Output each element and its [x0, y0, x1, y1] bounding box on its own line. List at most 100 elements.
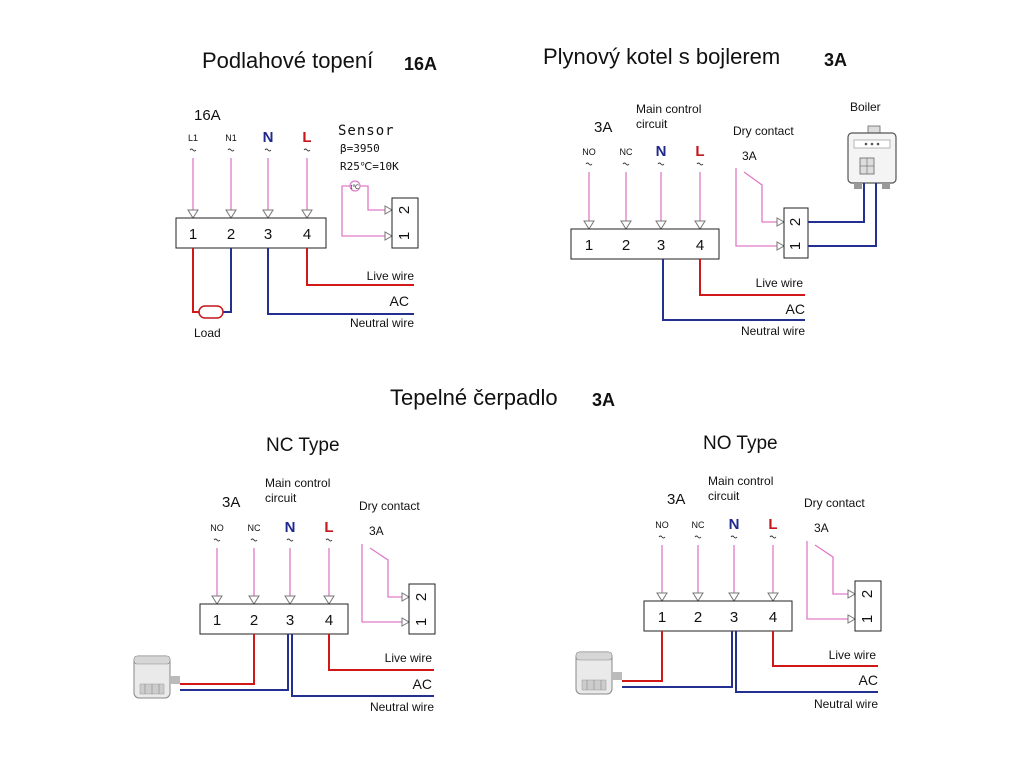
actuator-wire-neutral	[180, 634, 289, 691]
terminal-1: 1	[658, 609, 666, 626]
dry-contact-switch	[369, 547, 402, 598]
nc-current: 3A	[222, 494, 240, 511]
boiler-control-wire	[808, 183, 877, 247]
floor-term-n: N	[263, 129, 274, 146]
dry-contact-terminal	[408, 583, 436, 635]
tilde-icon	[286, 538, 294, 542]
dry-pin-2: 2	[859, 590, 876, 598]
boiler-current: 3A	[594, 119, 612, 136]
no-dry-contact-label: Dry contact	[804, 496, 865, 510]
terminal-block	[570, 228, 720, 260]
nc-term-n: N	[285, 519, 296, 536]
no-main-control-2: circuit	[708, 489, 740, 503]
arrow-icon	[384, 231, 394, 241]
tilde-icon	[189, 148, 197, 152]
terminal-1: 1	[585, 237, 593, 254]
dry-pin-1: 1	[859, 615, 876, 623]
nc-type-diagram: NC Type 3A Main control circuit NO NC N …	[133, 435, 436, 714]
boiler-control-wire	[808, 183, 865, 223]
tilde-icon	[730, 535, 738, 539]
arrow-icon	[187, 209, 199, 219]
neutral-wire	[267, 248, 414, 315]
heat-pump-rating: 3A	[592, 390, 615, 410]
live-wire	[328, 634, 434, 671]
neutral-wire	[735, 631, 878, 693]
thermal-actuator-icon	[133, 655, 180, 699]
tilde-icon	[250, 538, 258, 542]
terminal-4: 4	[696, 237, 704, 254]
nc-term-l: L	[324, 519, 333, 536]
terminal-2: 2	[622, 237, 630, 254]
terminal-4: 4	[769, 609, 777, 626]
arrow-icon	[401, 592, 411, 602]
terminal-3: 3	[657, 237, 665, 254]
sensor-symbol: t℃	[351, 185, 360, 191]
tilde-icon	[769, 535, 777, 539]
arrow-icon	[211, 595, 223, 605]
nc-title: NC Type	[266, 435, 340, 456]
arrow-icon	[655, 220, 667, 230]
boiler-main-control-2: circuit	[636, 117, 668, 131]
load-label: Load	[194, 326, 221, 340]
load-wire-live	[192, 248, 199, 313]
live-wire-label: Live wire	[385, 651, 433, 665]
tilde-icon	[622, 162, 630, 166]
tilde-icon	[696, 162, 704, 166]
load-resistor-icon	[198, 305, 224, 319]
floor-term-l: L	[302, 129, 311, 146]
arrow-icon	[301, 209, 313, 219]
heat-pump-title: Tepelné čerpadlo	[390, 385, 558, 410]
tilde-icon	[303, 148, 311, 152]
tilde-icon	[694, 535, 702, 539]
arrow-icon	[776, 217, 786, 227]
floor-current: 16A	[194, 107, 221, 124]
tilde-icon	[264, 148, 272, 152]
dry-contact-wire	[806, 541, 848, 620]
no-term-l: L	[768, 516, 777, 533]
floor-title: Podlahové topení	[202, 48, 373, 73]
arrow-icon	[656, 592, 668, 602]
floor-rating: 16A	[404, 54, 437, 74]
tilde-icon	[213, 538, 221, 542]
neutral-wire-label: Neutral wire	[741, 324, 805, 338]
neutral-wire	[662, 259, 805, 321]
sensor-beta: β=3950	[340, 142, 380, 155]
arrow-icon	[384, 205, 394, 215]
ac-label: AC	[390, 293, 409, 309]
tilde-icon	[585, 162, 593, 166]
boiler-main-control-1: Main control	[636, 102, 701, 116]
arrow-icon	[583, 220, 595, 230]
tilde-icon	[227, 148, 235, 152]
boiler-diagram: Plynový kotel s bojlerem 3A 3A Main cont…	[543, 44, 897, 338]
dry-contact-switch	[743, 171, 777, 223]
arrow-icon	[225, 209, 237, 219]
actuator-wire-neutral	[622, 631, 733, 688]
neutral-wire-label: Neutral wire	[814, 697, 878, 711]
nc-main-control-2: circuit	[265, 491, 297, 505]
terminal-3: 3	[264, 226, 272, 243]
sensor-pin-2: 2	[396, 206, 413, 214]
actuator-wire-live	[622, 631, 663, 682]
terminal-2: 2	[694, 609, 702, 626]
sensor-terminal-block	[391, 197, 419, 249]
sensor-wire	[360, 185, 385, 211]
terminal-block	[643, 600, 793, 632]
terminal-block	[175, 217, 327, 249]
no-term-nc: NC	[692, 520, 705, 530]
terminal-1: 1	[213, 612, 221, 629]
ac-label: AC	[786, 301, 805, 317]
terminal-3: 3	[730, 609, 738, 626]
terminal-1: 1	[189, 226, 197, 243]
dry-contact-current: 3A	[742, 149, 757, 163]
boiler-label: Boiler	[850, 100, 881, 114]
floor-term-n1: N1	[225, 133, 237, 143]
sensor-r25: R25℃=10K	[340, 160, 399, 173]
sensor-pin-1: 1	[396, 232, 413, 240]
nc-term-no: NO	[210, 523, 224, 533]
terminal-block	[199, 603, 349, 635]
no-main-control-1: Main control	[708, 474, 773, 488]
arrow-icon	[728, 592, 740, 602]
nc-main-control-1: Main control	[265, 476, 330, 490]
thermal-actuator-icon	[575, 651, 622, 695]
